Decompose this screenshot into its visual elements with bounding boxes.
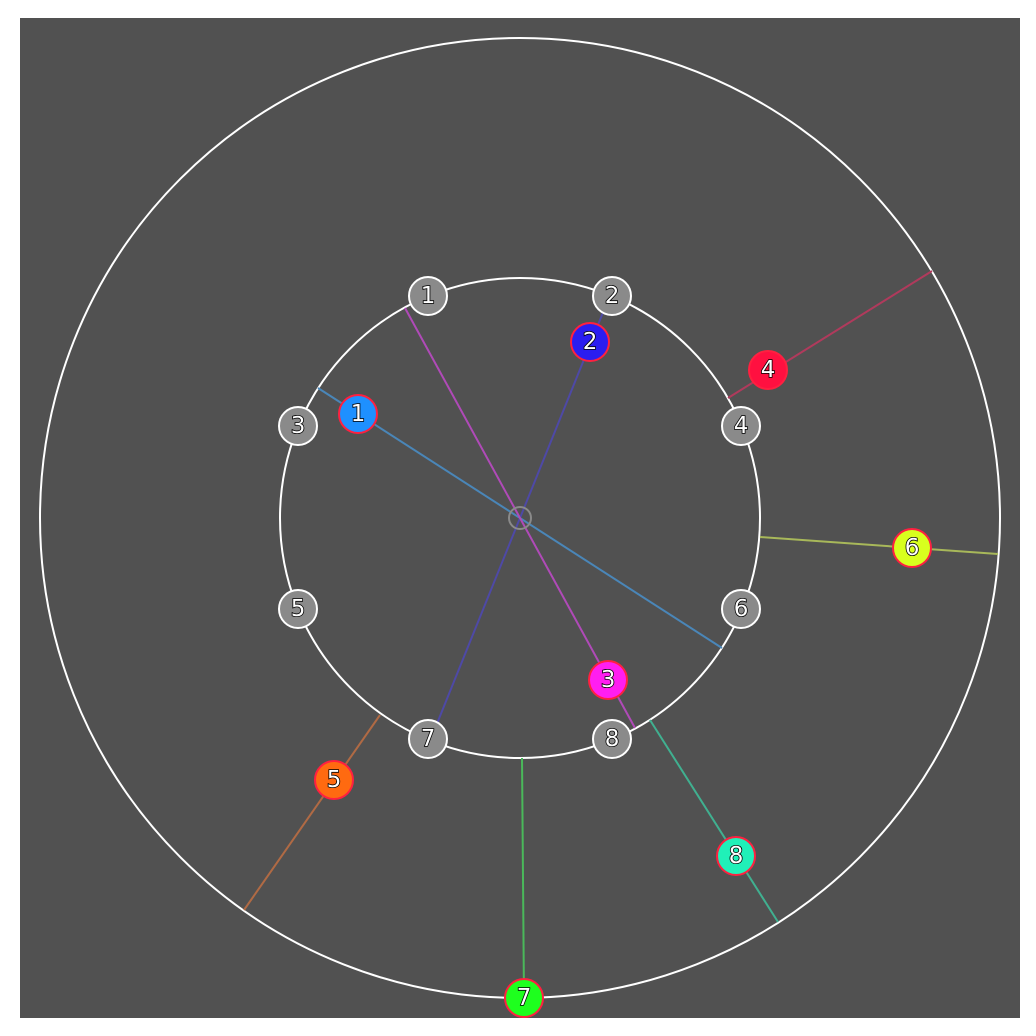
line-marker-3[interactable]: 3 [588, 660, 628, 700]
diagram-canvas: 1 2 3 4 5 6 7 8 1 2 3 4 [20, 18, 1020, 1018]
inner-marker-4[interactable]: 4 [721, 406, 761, 446]
line-marker-6[interactable]: 6 [892, 528, 932, 568]
line-marker-4[interactable]: 4 [748, 350, 788, 390]
inner-marker-label: 6 [734, 596, 749, 622]
line-marker-label: 1 [351, 401, 366, 427]
inner-marker-2[interactable]: 2 [592, 276, 632, 316]
line-6 [759, 536, 999, 555]
line-marker-label: 3 [601, 667, 616, 693]
ring-diagram: 1 2 3 4 5 6 7 8 1 2 3 4 [39, 37, 1001, 1018]
line-marker-2[interactable]: 2 [570, 322, 610, 362]
line-5 [243, 714, 381, 911]
line-marker-label: 4 [761, 357, 776, 383]
line-marker-1[interactable]: 1 [338, 394, 378, 434]
line-marker-label: 6 [905, 535, 920, 561]
line-7 [521, 757, 525, 999]
inner-marker-7[interactable]: 7 [408, 719, 448, 759]
inner-marker-5[interactable]: 5 [278, 589, 318, 629]
inner-marker-6[interactable]: 6 [721, 589, 761, 629]
line-3 [404, 307, 636, 729]
line-8 [649, 719, 779, 923]
line-marker-8[interactable]: 8 [716, 836, 756, 876]
inner-marker-label: 4 [734, 413, 749, 439]
inner-marker-8[interactable]: 8 [592, 719, 632, 759]
inner-marker-1[interactable]: 1 [408, 276, 448, 316]
center-marker [508, 506, 532, 530]
inner-marker-label: 1 [421, 283, 436, 309]
line-marker-label: 7 [517, 985, 532, 1011]
inner-marker-label: 8 [605, 726, 620, 752]
line-marker-label: 5 [327, 767, 342, 793]
inner-ring [279, 277, 761, 759]
line-marker-7[interactable]: 7 [504, 978, 544, 1018]
line-marker-label: 8 [729, 843, 744, 869]
inner-marker-label: 5 [291, 596, 306, 622]
inner-marker-label: 7 [421, 726, 436, 752]
inner-marker-label: 2 [605, 283, 620, 309]
inner-marker-label: 3 [291, 413, 306, 439]
inner-marker-3[interactable]: 3 [278, 406, 318, 446]
line-marker-5[interactable]: 5 [314, 760, 354, 800]
line-marker-label: 2 [583, 329, 598, 355]
